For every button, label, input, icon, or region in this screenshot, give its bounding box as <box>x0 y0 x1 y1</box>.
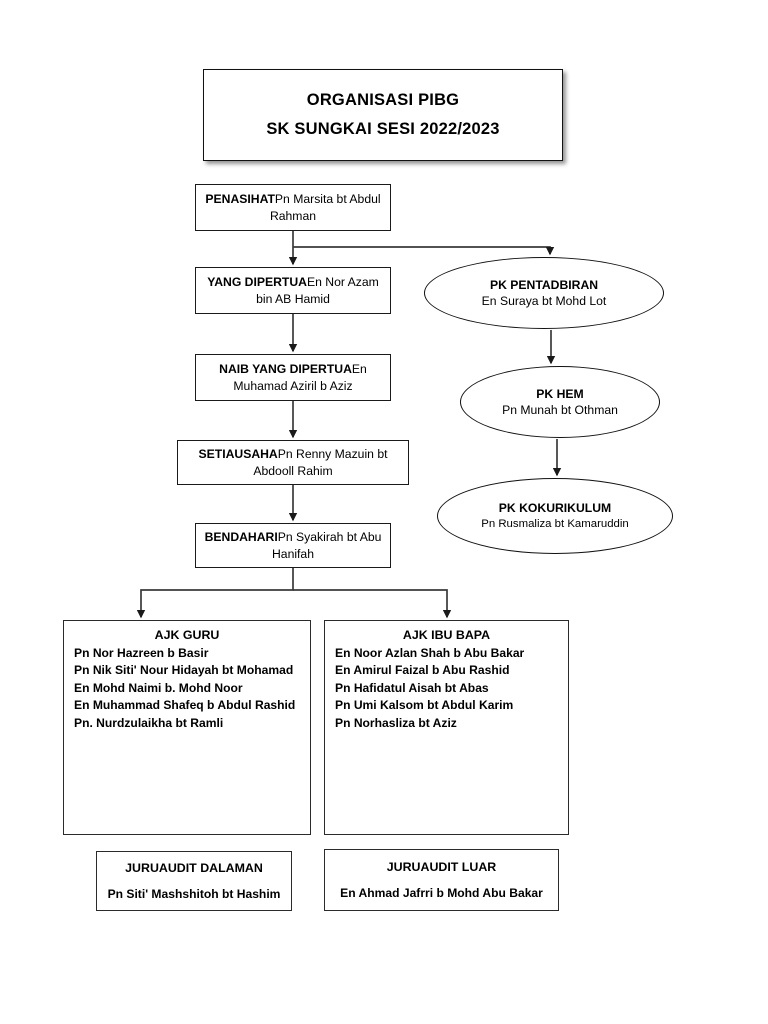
list-item: En Noor Azlan Shah b Abu Bakar <box>335 646 525 660</box>
list-item: Pn Nor Hazreen b Basir <box>74 646 209 660</box>
chart-title-box: ORGANISASI PIBG SK SUNGKAI SESI 2022/202… <box>203 69 563 161</box>
node-setiausaha-person: Pn Renny Mazuin bt Abdooll Rahim <box>253 447 388 478</box>
list-item: Pn Umi Kalsom bt Abdul Karim <box>335 698 514 713</box>
node-setiausaha-text: SETIAUSAHAPn Renny Mazuin bt Abdooll Rah… <box>186 446 400 479</box>
node-pk-kokurikulum[interactable]: PK KOKURIKULUM Pn Rusmaliza bt Kamaruddi… <box>437 478 673 554</box>
node-pk-kokurikulum-role: PK KOKURIKULUM <box>498 501 612 516</box>
juruaudit-dalaman-role: JURUAUDIT DALAMAN <box>125 861 263 875</box>
node-ajk-ibu-bapa[interactable]: AJK IBU BAPA En Noor Azlan Shah b Abu Ba… <box>324 620 569 835</box>
node-pk-hem-person: Pn Munah bt Othman <box>502 403 618 417</box>
node-bendahari-person: Pn Syakirah bt Abu Hanifah <box>271 530 382 561</box>
list-item: En Muhammad Shafeq b Abdul Rashid <box>74 698 296 713</box>
node-setiausaha[interactable]: SETIAUSAHAPn Renny Mazuin bt Abdooll Rah… <box>177 440 409 485</box>
ajk-guru-title: AJK GURU <box>154 628 220 642</box>
ajk-guru-member-list: Pn Nor Hazreen b Basir Pn Nik Siti' Nour… <box>74 645 300 732</box>
list-item: Pn. Nurdzulaikha bt Ramli <box>74 715 224 730</box>
node-naib-yang-dipertua-role: NAIB YANG DIPERTUA <box>219 362 352 377</box>
ajk-ibu-bapa-title: AJK IBU BAPA <box>402 628 491 642</box>
node-naib-yang-dipertua-person: En Muhamad Aziril b Aziz <box>233 362 367 393</box>
node-pk-pentadbiran-role: PK PENTADBIRAN <box>489 277 599 292</box>
list-item: En Amirul Faizal b Abu Rashid <box>335 663 510 678</box>
node-pk-pentadbiran[interactable]: PK PENTADBIRAN En Suraya bt Mohd Lot <box>424 257 664 329</box>
node-pk-kokurikulum-person: Pn Rusmaliza bt Kamaruddin <box>481 517 629 530</box>
node-pk-pentadbiran-person: En Suraya bt Mohd Lot <box>481 294 607 308</box>
juruaudit-luar-person: En Ahmad Jafrri b Mohd Abu Bakar <box>340 886 543 900</box>
node-penasihat-person: Pn Marsita bt Abdul Rahman <box>269 192 381 223</box>
ajk-ibu-bapa-member-list: En Noor Azlan Shah b Abu Bakar En Amirul… <box>335 645 558 732</box>
node-bendahari[interactable]: BENDAHARIPn Syakirah bt Abu Hanifah <box>195 523 391 568</box>
node-pk-hem[interactable]: PK HEM Pn Munah bt Othman <box>460 366 660 438</box>
node-pk-hem-role: PK HEM <box>536 386 584 401</box>
node-setiausaha-role: SETIAUSAHA <box>198 447 278 462</box>
node-bendahari-role: BENDAHARI <box>204 530 278 545</box>
node-yang-dipertua-role: YANG DIPERTUA <box>207 275 307 290</box>
node-penasihat[interactable]: PENASIHATPn Marsita bt Abdul Rahman <box>195 184 391 231</box>
juruaudit-dalaman-person: Pn Siti' Mashshitoh bt Hashim <box>107 887 281 901</box>
node-naib-yang-dipertua[interactable]: NAIB YANG DIPERTUAEn Muhamad Aziril b Az… <box>195 354 391 401</box>
node-yang-dipertua-text: YANG DIPERTUAEn Nor Azam bin AB Hamid <box>204 274 382 307</box>
list-item: En Mohd Naimi b. Mohd Noor <box>74 680 243 695</box>
node-juruaudit-dalaman[interactable]: JURUAUDIT DALAMAN Pn Siti' Mashshitoh bt… <box>96 851 292 911</box>
node-ajk-guru[interactable]: AJK GURU Pn Nor Hazreen b Basir Pn Nik S… <box>63 620 311 835</box>
node-penasihat-text: PENASIHATPn Marsita bt Abdul Rahman <box>204 191 382 224</box>
node-penasihat-role: PENASIHAT <box>205 192 275 207</box>
node-yang-dipertua[interactable]: YANG DIPERTUAEn Nor Azam bin AB Hamid <box>195 267 391 314</box>
node-yang-dipertua-person: En Nor Azam bin AB Hamid <box>256 275 379 306</box>
list-item: Pn Norhasliza bt Aziz <box>335 715 457 730</box>
node-naib-yang-dipertua-text: NAIB YANG DIPERTUAEn Muhamad Aziril b Az… <box>204 361 382 394</box>
juruaudit-luar-role: JURUAUDIT LUAR <box>386 860 497 874</box>
chart-title-line-1: ORGANISASI PIBG <box>306 91 460 109</box>
node-bendahari-text: BENDAHARIPn Syakirah bt Abu Hanifah <box>204 529 382 562</box>
list-item: Pn Nik Siti' Nour Hidayah bt Mohamad <box>74 663 294 678</box>
node-juruaudit-luar[interactable]: JURUAUDIT LUAR En Ahmad Jafrri b Mohd Ab… <box>324 849 559 911</box>
list-item: Pn Hafidatul Aisah bt Abas <box>335 680 489 695</box>
chart-title-line-2: SK SUNGKAI SESI 2022/2023 <box>266 120 500 138</box>
